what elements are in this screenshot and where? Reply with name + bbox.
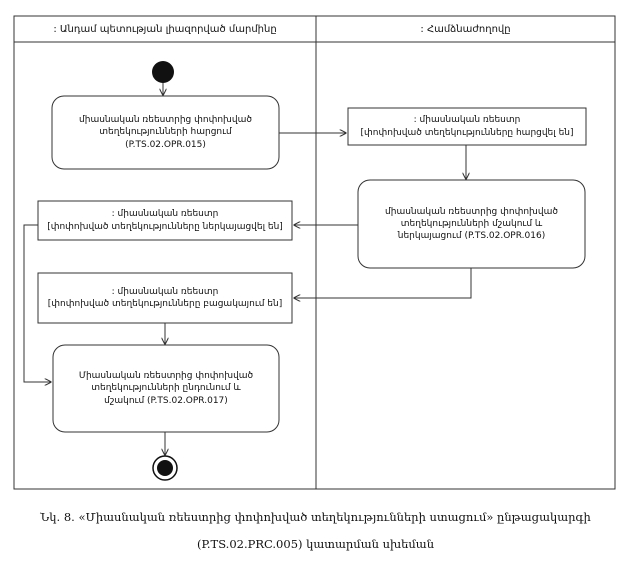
object-requested-label: : միասնական ռեեստր [փոփոխված տեղեկությու…	[360, 115, 574, 138]
action-request-label: միասնական ռեեստրից փոփոխված տեղեկություն…	[79, 115, 252, 150]
object-absent-label: : միասնական ռեեստր [փոփոխված տեղեկությու…	[47, 286, 283, 309]
initial-node	[152, 61, 174, 83]
figure-caption-line-1: Նկ. 8. «Միասնական ռեեստրից փոփոխված տեղե…	[40, 510, 591, 524]
lane-header-commission: : Համձնաժողովը	[420, 23, 511, 35]
action-receive-label: Միասնական ռեեստրից փոփոխված տեղեկություն…	[78, 371, 254, 406]
object-requested-node	[347, 107, 587, 146]
object-submitted-label: : միասնական ռեեստր [փոփոխված տեղեկությու…	[47, 209, 283, 232]
object-submitted-node	[37, 200, 293, 241]
flow-process-to-absent	[294, 268, 472, 298]
action-process-label: միասնական ռեեստրից փոփոխված տեղեկություն…	[385, 206, 558, 242]
swimlane-frame	[13, 15, 616, 490]
final-node-core	[157, 460, 173, 476]
figure-caption-line-2: (P.TS.02.PRC.005) կատարման սխեման	[196, 537, 435, 551]
flow-submitted-to-receive	[23, 224, 51, 382]
object-absent-node	[37, 272, 293, 324]
action-receive-node	[52, 344, 280, 433]
lane-header-member-state: : Անդամ պետության լիազորված մարմինը	[53, 23, 277, 35]
